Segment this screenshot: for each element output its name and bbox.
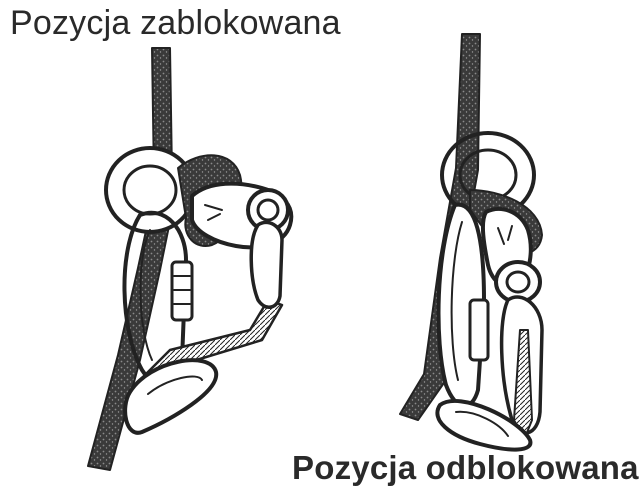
unlocked-device-figure	[400, 34, 542, 450]
carabiner-right	[251, 222, 282, 307]
carabiner-bottom	[125, 360, 216, 433]
caption-locked-position: Pozycja zablokowana	[10, 4, 341, 43]
locked-device-figure	[88, 48, 291, 470]
carabiner-gate-right	[470, 300, 488, 360]
caption-unlocked-position: Pozycja odblokowana	[292, 449, 639, 487]
